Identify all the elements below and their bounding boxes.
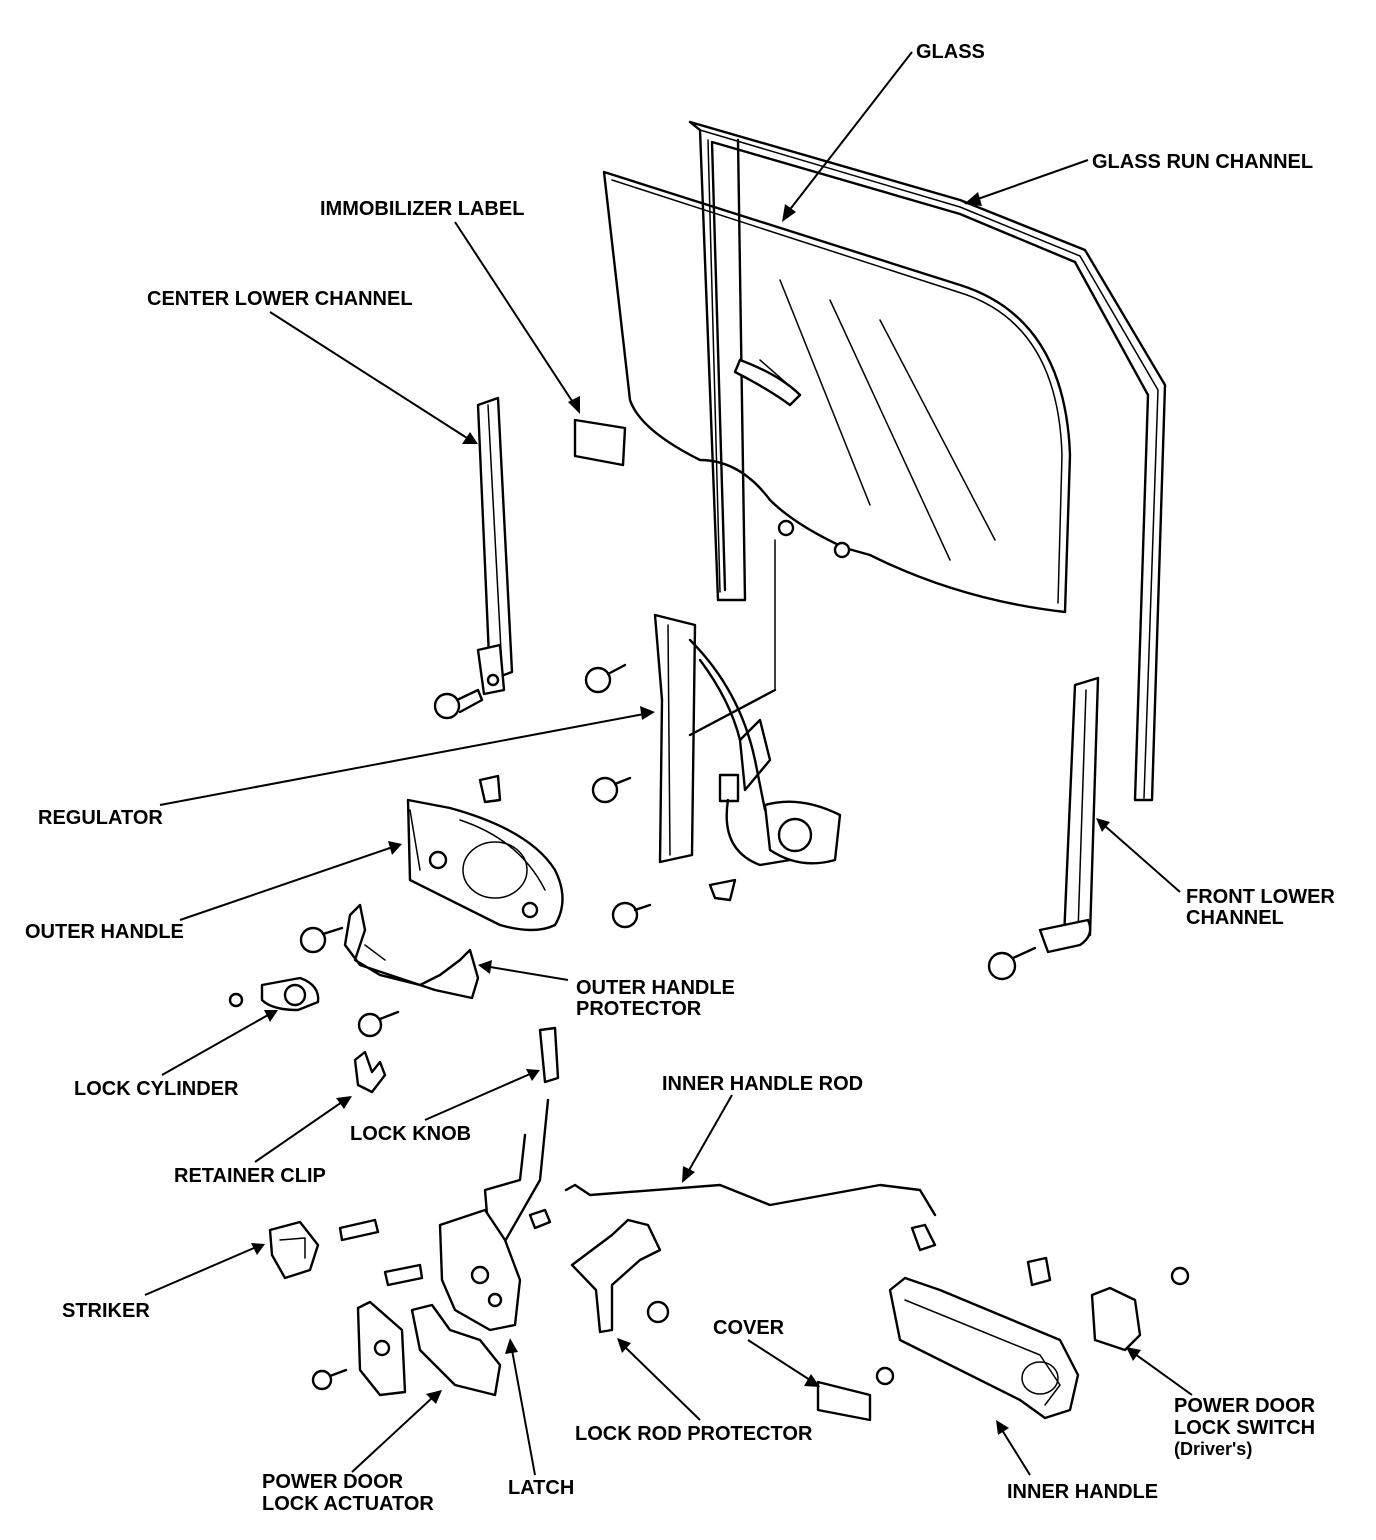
label-outer-handle-protector-1: OUTER HANDLE [576,977,735,999]
label-inner-handle-rod: INNER HANDLE ROD [662,1073,863,1095]
label-outer-handle: OUTER HANDLE [25,921,184,943]
bolt [357,1012,383,1038]
label-striker: STRIKER [62,1300,150,1322]
label-center-lower-channel: CENTER LOWER CHANNEL [147,288,413,310]
label-front-lower-channel-1: FRONT LOWER [1186,886,1335,908]
regulator-part [478,539,842,929]
label-cover: COVER [713,1317,785,1339]
label-power-door-lock-actuator-1: POWER DOOR [262,1471,404,1493]
lock-knob-part [538,1026,560,1084]
retainer-clip-part [353,1050,387,1094]
label-power-door-lock-actuator-2: LOCK ACTUATOR [262,1493,434,1515]
lock-rod-protector-part [570,1218,670,1334]
label-lock-rod-protector: LOCK ROD PROTECTOR [575,1423,813,1445]
inner-handle-rod-part [564,1183,937,1217]
latch-part [438,1098,552,1332]
label-outer-handle-protector-2: PROTECTOR [576,998,702,1020]
cover-part [816,1380,872,1422]
label-power-door-lock-switch-2: LOCK SWITCH [1174,1417,1315,1439]
label-retainer-clip: RETAINER CLIP [174,1165,326,1187]
inner-handle-part [875,1256,1190,1420]
label-power-door-lock-switch-1: POWER DOOR [1174,1395,1316,1417]
label-latch: LATCH [508,1477,574,1499]
label-power-door-lock-switch-3: (Driver's) [1174,1439,1252,1459]
labels: GLASS GLASS RUN CHANNEL IMMOBILIZER LABE… [25,41,1335,1515]
label-lock-knob: LOCK KNOB [350,1123,471,1145]
label-regulator: REGULATOR [38,807,163,829]
power-door-lock-switch-part [1090,1286,1142,1352]
label-inner-handle: INNER HANDLE [1007,1481,1158,1503]
power-door-lock-actuator-part [311,1300,502,1397]
striker-part [268,1218,424,1287]
lock-cylinder-part [228,976,320,1012]
label-glass: GLASS [916,41,985,63]
label-glass-run-channel: GLASS RUN CHANNEL [1092,151,1313,173]
center-lower-channel-part [433,396,514,720]
outer-handle-protector-part [299,903,480,1000]
label-lock-cylinder: LOCK CYLINDER [74,1078,239,1100]
outer-handle-part [406,798,564,932]
glass-run-channel-part [688,120,1167,802]
immobilizer-label-part [573,418,627,467]
label-front-lower-channel-2: CHANNEL [1186,907,1284,929]
leader-lines [144,51,1193,1476]
label-immobilizer-label: IMMOBILIZER LABEL [320,198,524,220]
front-lower-channel-part [987,676,1100,981]
glass-part [602,170,1072,614]
